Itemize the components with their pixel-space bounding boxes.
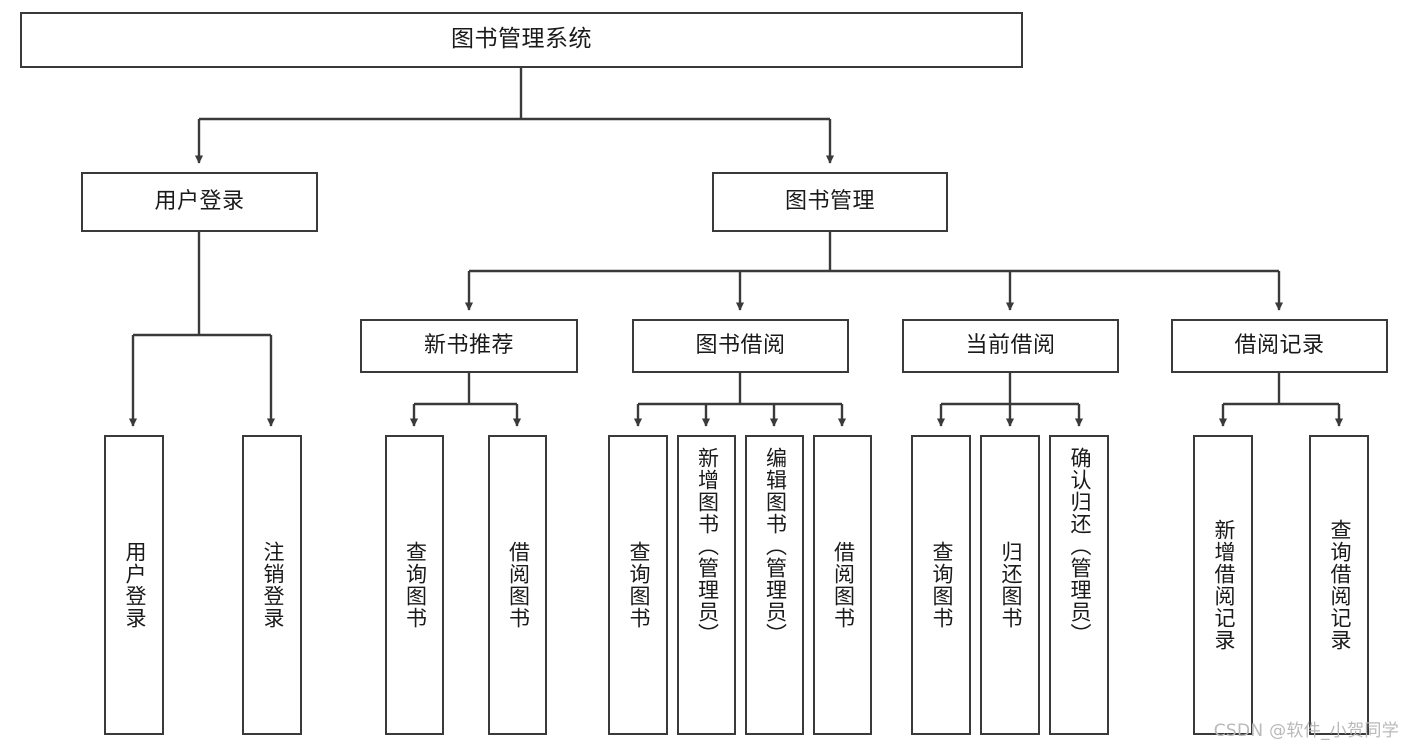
node-label: 图书管理系统 <box>451 26 592 53</box>
node-borrowing-record[interactable]: 借阅记录 <box>1171 319 1388 373</box>
node-label: 图书借阅 <box>695 333 786 359</box>
node-new-book-recommendation[interactable]: 新书推荐 <box>360 319 578 373</box>
node-label: 借阅图书 <box>506 541 531 629</box>
node-label: 图书管理 <box>784 189 875 215</box>
node-book-management[interactable]: 图书管理 <box>712 172 948 232</box>
node-label: 编辑图书（管理员） <box>763 447 788 645</box>
node-label: 用户登录 <box>122 541 147 629</box>
node-label: 借阅图书 <box>831 541 856 629</box>
node-book-borrowing[interactable]: 图书借阅 <box>632 319 849 373</box>
node-leaf-query-borrow-record[interactable]: 查询借阅记录 <box>1309 435 1369 735</box>
node-leaf-add-book-admin[interactable]: 新增图书（管理员） <box>677 435 736 735</box>
node-root-book-management-system[interactable]: 图书管理系统 <box>20 12 1023 68</box>
node-label: 借阅记录 <box>1234 333 1325 359</box>
node-label: 确认归还（管理员） <box>1067 447 1092 645</box>
node-label: 新增图书（管理员） <box>695 447 720 645</box>
node-label: 查询借阅记录 <box>1327 519 1352 651</box>
node-label: 查询图书 <box>929 541 954 629</box>
node-leaf-user-login[interactable]: 用户登录 <box>104 435 164 735</box>
node-leaf-edit-book-admin[interactable]: 编辑图书（管理员） <box>745 435 804 735</box>
node-leaf-borrow-books[interactable]: 借阅图书 <box>813 435 872 735</box>
node-label: 用户登录 <box>154 189 245 215</box>
node-label: 查询图书 <box>626 541 651 629</box>
node-label: 新书推荐 <box>423 333 514 359</box>
node-user-login[interactable]: 用户登录 <box>81 172 318 232</box>
node-leaf-add-borrow-record[interactable]: 新增借阅记录 <box>1193 435 1253 735</box>
node-leaf-query-books-borrow[interactable]: 查询图书 <box>608 435 668 735</box>
node-label: 归还图书 <box>998 541 1023 629</box>
node-label: 查询图书 <box>403 541 428 629</box>
node-leaf-borrow-books-recommend[interactable]: 借阅图书 <box>488 435 547 735</box>
node-leaf-query-books-recommend[interactable]: 查询图书 <box>385 435 444 735</box>
node-leaf-query-books-current[interactable]: 查询图书 <box>911 435 971 735</box>
node-label: 新增借阅记录 <box>1211 519 1236 651</box>
node-leaf-return-books[interactable]: 归还图书 <box>980 435 1040 735</box>
node-label: 当前借阅 <box>965 333 1056 359</box>
csdn-watermark: CSDN @软件_小贺同学 <box>1213 721 1399 741</box>
node-label: 注销登录 <box>260 541 285 629</box>
node-leaf-confirm-return-admin[interactable]: 确认归还（管理员） <box>1049 435 1109 735</box>
node-leaf-logout[interactable]: 注销登录 <box>242 435 302 735</box>
node-current-borrowing[interactable]: 当前借阅 <box>902 319 1119 373</box>
